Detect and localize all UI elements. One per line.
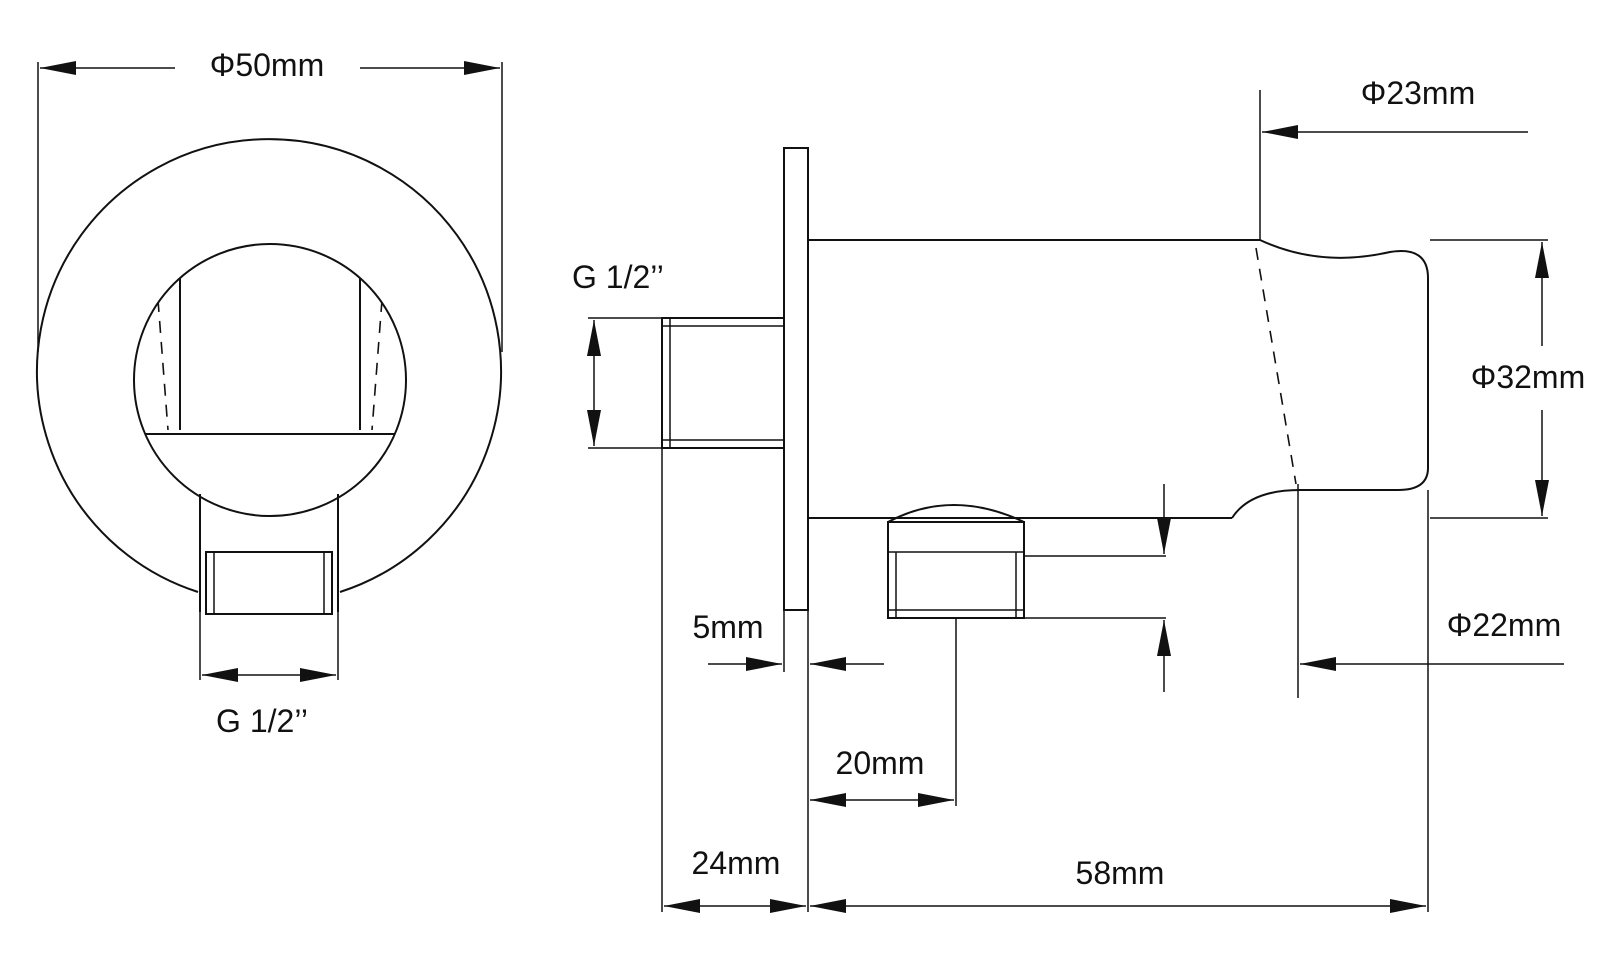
dimension-phi23: Φ23mm xyxy=(1361,75,1475,111)
holder-cup xyxy=(1231,239,1429,519)
inlet-thread xyxy=(661,317,785,449)
dimension-thread-length: 24mm xyxy=(692,845,781,881)
dimension-thread-front: G 1/2’’ xyxy=(216,703,308,739)
inner-detail xyxy=(134,250,406,435)
outlet-thread xyxy=(205,551,333,615)
dimension-thread-side: G 1/2’’ xyxy=(572,259,664,295)
front-view: Φ50mm G 1/2’’ xyxy=(36,47,503,739)
wall-flange xyxy=(783,147,809,611)
nozzle-cap xyxy=(887,504,1025,523)
dimension-flange-thickness: 5mm xyxy=(692,609,763,645)
inner-opening xyxy=(133,243,407,517)
hidden-line xyxy=(1255,247,1297,485)
arrow-left xyxy=(40,61,76,75)
outlet-nozzle xyxy=(887,521,1025,619)
side-view: G 1/2’’ Φ23mm Φ32mm xyxy=(572,75,1585,913)
dimension-outlet-offset: 20mm xyxy=(836,745,925,781)
dimension-body-length: 58mm xyxy=(1076,855,1165,891)
rosette-outline xyxy=(36,138,502,593)
arrow-right xyxy=(464,61,500,75)
dimension-phi22: Φ22mm xyxy=(1447,607,1561,643)
dimension-phi32: Φ32mm xyxy=(1471,359,1585,395)
dimension-phi50: Φ50mm xyxy=(210,47,324,83)
